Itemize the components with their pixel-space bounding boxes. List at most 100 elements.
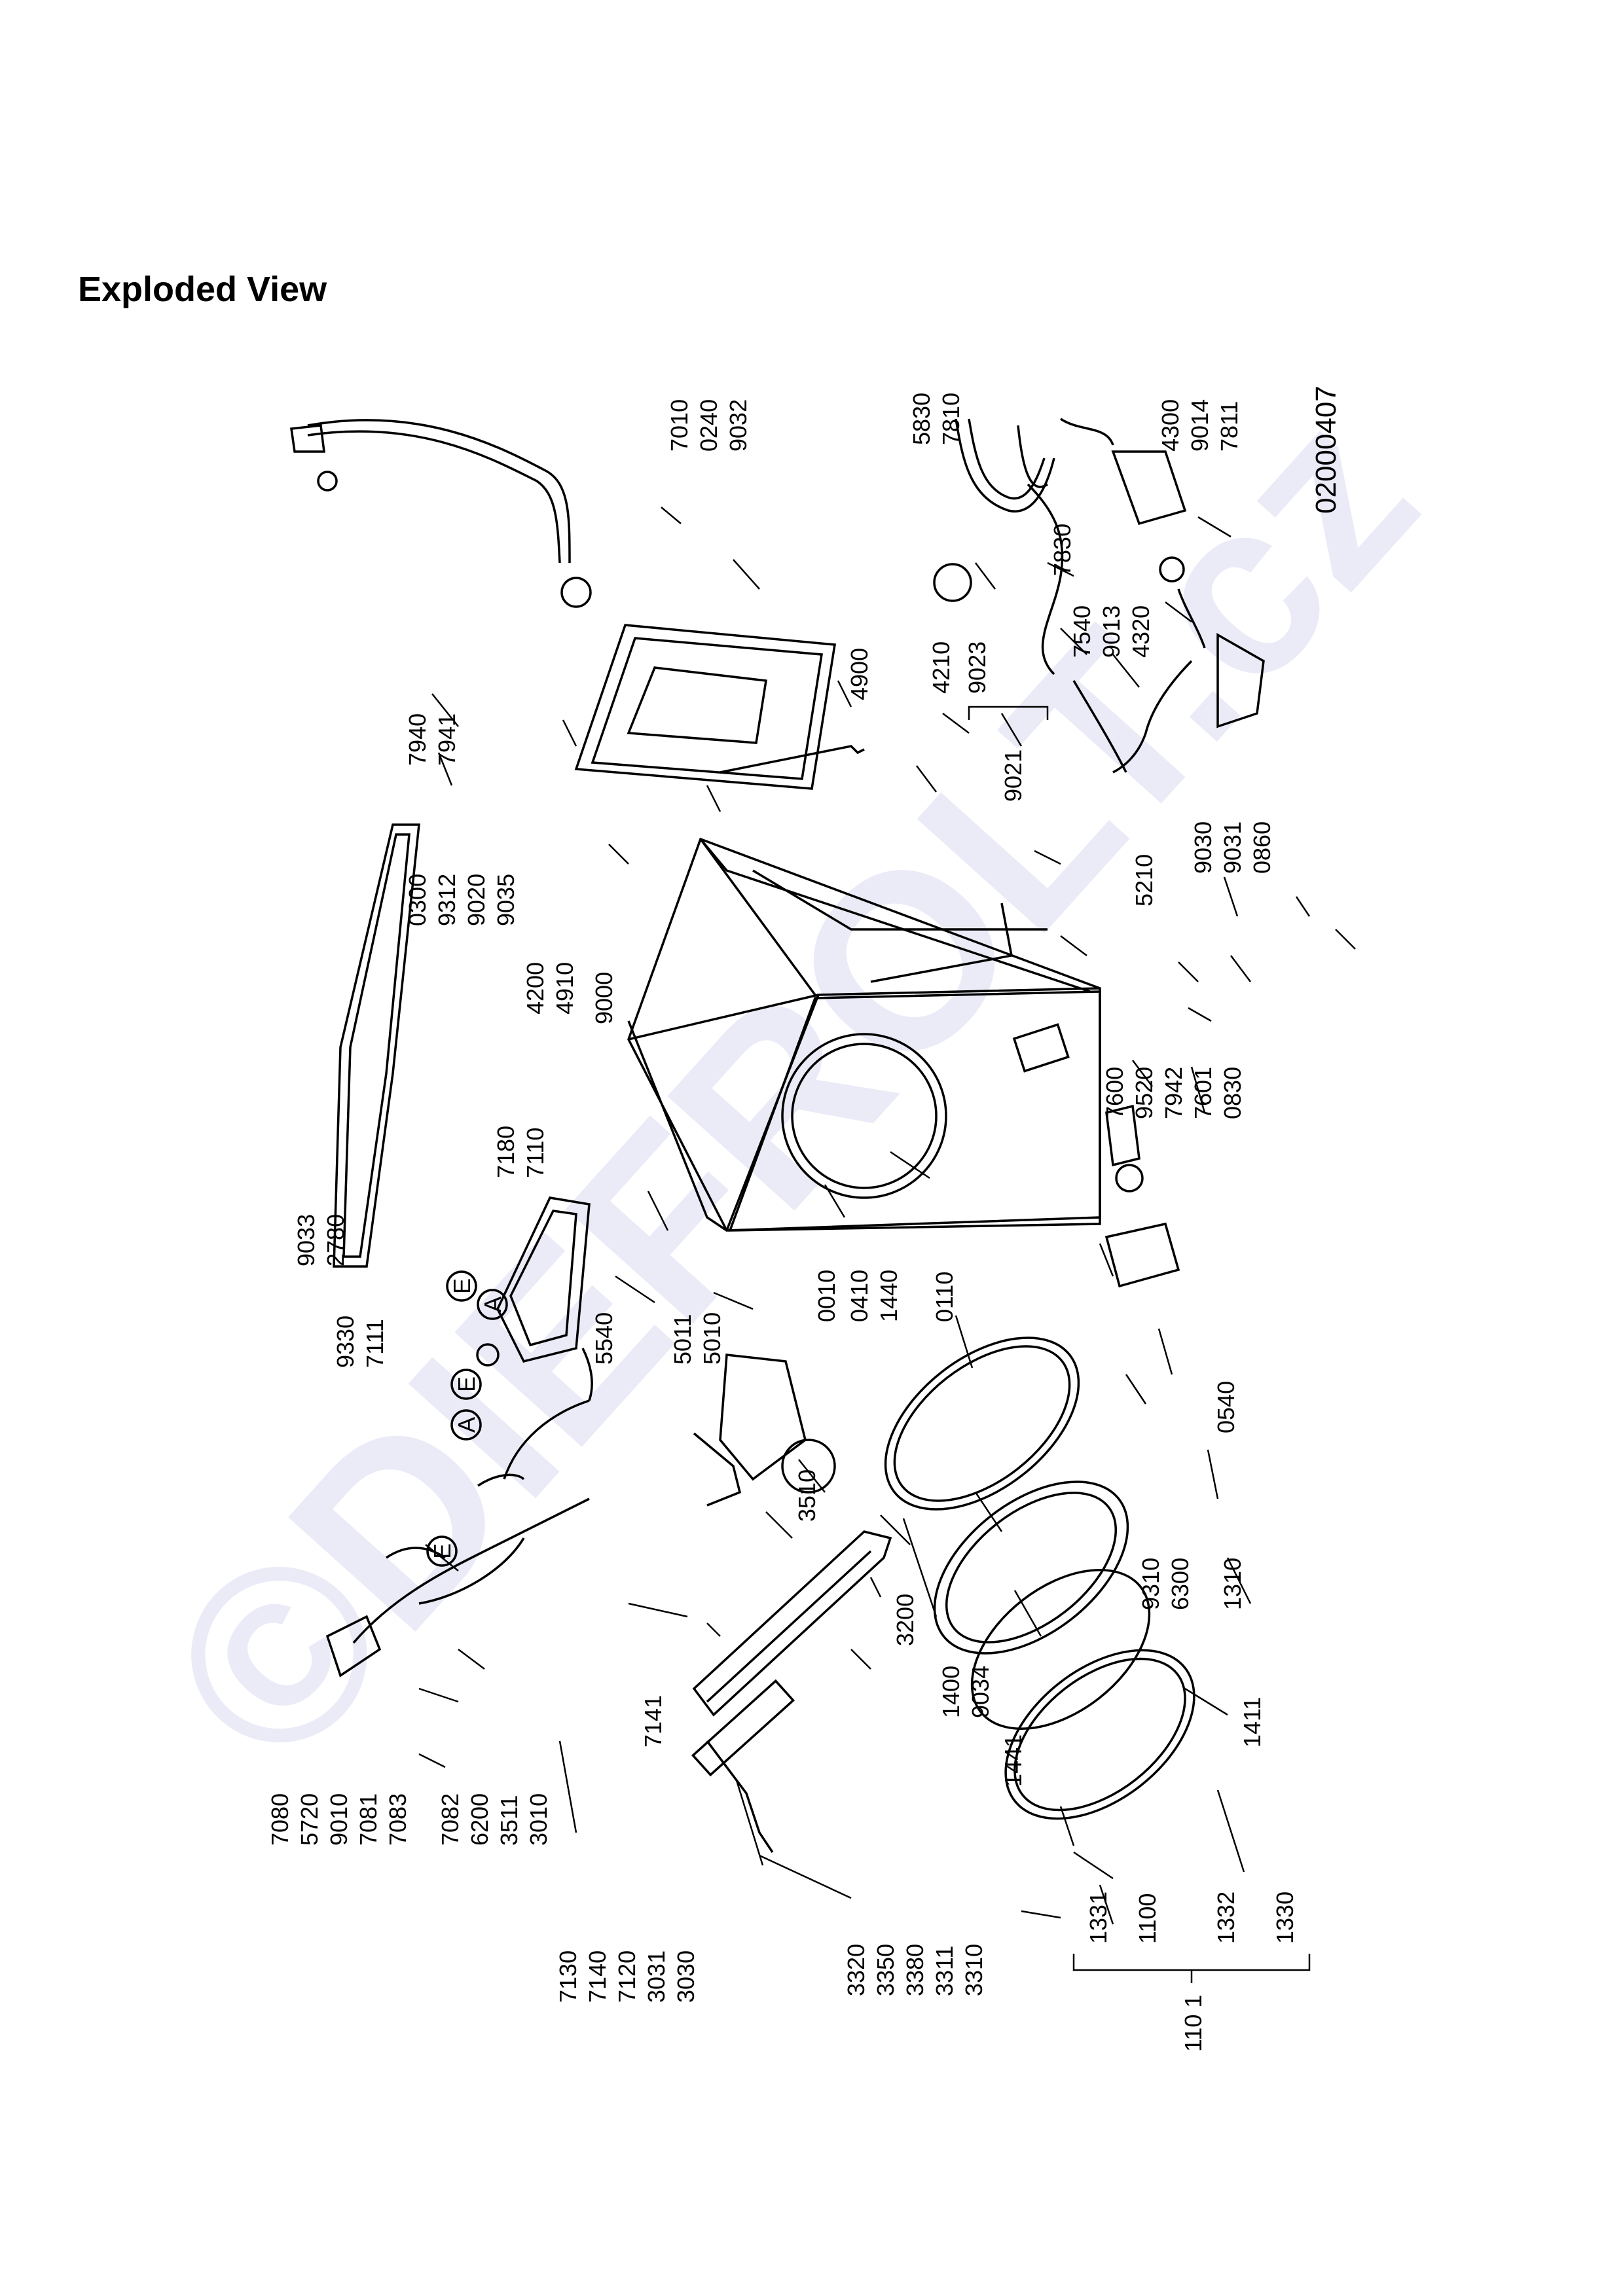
programmer-module xyxy=(693,1354,836,1507)
callout-0410: 0410 xyxy=(846,1270,873,1322)
callout-6300: 6300 xyxy=(1167,1558,1194,1610)
callout-4200: 4200 xyxy=(522,962,549,1014)
top-lid xyxy=(333,823,420,1268)
group-bracket-9021-9023 xyxy=(968,706,1049,720)
callout-2780: 2780 xyxy=(322,1214,349,1266)
callout-3320: 3320 xyxy=(843,1944,869,1996)
callout-5720: 5720 xyxy=(296,1793,323,1846)
callouts-top: 7940 7941 0300 9312 9020 9035 4200 4910 … xyxy=(404,399,1275,1119)
callout-7810: 7810 xyxy=(938,393,964,445)
callout-7940: 7940 xyxy=(404,713,431,766)
callout-7130: 7130 xyxy=(555,1950,581,2003)
front-panel xyxy=(728,990,1101,1232)
callout-9034: 9034 xyxy=(967,1666,994,1718)
marker-a-1: A xyxy=(477,1289,508,1320)
drain-hose xyxy=(933,418,1064,675)
marker-a-2: A xyxy=(450,1409,482,1441)
callout-0860: 0860 xyxy=(1249,821,1275,874)
callout-0830: 0830 xyxy=(1219,1067,1246,1119)
callout-5540: 5540 xyxy=(591,1312,617,1365)
callout-4300: 4300 xyxy=(1157,399,1184,452)
callout-9031: 9031 xyxy=(1219,821,1246,874)
callout-5011: 5011 xyxy=(669,1314,696,1365)
callout-9000: 9000 xyxy=(591,972,617,1024)
callout-9013: 9013 xyxy=(1098,605,1125,658)
callout-1441: 1441 xyxy=(1000,1734,1027,1787)
marker-e-3: E xyxy=(426,1535,458,1567)
callout-0540: 0540 xyxy=(1213,1381,1239,1433)
callout-1310: 1310 xyxy=(1219,1558,1246,1610)
callout-7080: 7080 xyxy=(266,1793,293,1846)
callouts-right: 5830 7810 7830 7540 9013 4320 4300 9014 … xyxy=(908,393,1243,658)
callout-7120: 7120 xyxy=(613,1950,640,2003)
callout-3380: 3380 xyxy=(902,1944,928,1996)
inlet-hose xyxy=(290,419,592,608)
callout-1440: 1440 xyxy=(875,1270,902,1322)
callouts-left-middle: 7080 5720 9010 7081 7083 7082 6200 3511 … xyxy=(266,1695,666,1846)
callout-7083: 7083 xyxy=(384,1793,411,1846)
callout-7110: 7110 xyxy=(522,1128,549,1178)
callout-1330: 1330 xyxy=(1271,1892,1298,1944)
callout-7540: 7540 xyxy=(1068,605,1095,658)
callout-9014: 9014 xyxy=(1186,399,1213,452)
page-title: Exploded View xyxy=(78,270,327,309)
callout-9312: 9312 xyxy=(433,874,460,926)
callout-3030: 3030 xyxy=(672,1950,699,2003)
svg-text:E: E xyxy=(448,1278,475,1294)
door-assembly xyxy=(884,1336,1195,1820)
callout-1331: 1331 xyxy=(1085,1892,1112,1944)
callout-7600: 7600 xyxy=(1101,1067,1128,1119)
callout-1101: 110 1 xyxy=(1180,1995,1207,2052)
callout-5010: 5010 xyxy=(699,1312,725,1365)
callout-9035: 9035 xyxy=(492,874,519,926)
marker-e-2: E xyxy=(450,1369,482,1400)
callout-7111: 7111 xyxy=(361,1319,388,1368)
callout-3031: 3031 xyxy=(643,1950,670,2003)
callout-7141: 7141 xyxy=(640,1695,666,1748)
svg-text:E: E xyxy=(453,1376,480,1392)
detergent-drawer xyxy=(476,1196,591,1367)
callout-0240: 0240 xyxy=(695,399,722,452)
callout-7081: 7081 xyxy=(355,1793,382,1846)
callout-9032: 9032 xyxy=(725,399,752,452)
callout-9330: 9330 xyxy=(332,1316,359,1368)
callout-7082: 7082 xyxy=(437,1793,464,1846)
callout-3350: 3350 xyxy=(872,1944,899,1996)
callout-3510: 3510 xyxy=(793,1469,820,1522)
callout-9520: 9520 xyxy=(1131,1067,1158,1119)
callout-7830: 7830 xyxy=(1049,524,1076,576)
callout-4210: 4210 xyxy=(928,641,955,694)
power-cord xyxy=(325,1498,590,1677)
callout-9023: 9023 xyxy=(964,641,991,694)
callout-3311: 3311 xyxy=(931,1946,958,1996)
callout-9020: 9020 xyxy=(463,874,490,926)
callout-3010: 3010 xyxy=(525,1793,552,1846)
callout-7941: 7941 xyxy=(433,713,460,766)
group-bracket-1101 xyxy=(1072,1954,1311,1983)
callout-5210: 5210 xyxy=(1131,854,1158,906)
callout-9010: 9010 xyxy=(325,1793,352,1846)
harness xyxy=(386,1348,593,1559)
callout-3200: 3200 xyxy=(892,1594,919,1646)
watermark-text: ©DIEFROLT.cz xyxy=(114,357,1467,1816)
callout-7140: 7140 xyxy=(584,1950,611,2003)
callout-7942: 7942 xyxy=(1160,1067,1187,1119)
watermark: ©DIEFROLT.cz xyxy=(114,357,1467,1816)
callout-9033: 9033 xyxy=(293,1214,319,1266)
callout-1400: 1400 xyxy=(938,1666,964,1718)
filter-cover xyxy=(1104,1104,1180,1288)
callouts-left-upper: 9330 7111 9033 2780 7180 7110 5540 5011 … xyxy=(293,1126,1266,1787)
marker-e-1: E xyxy=(446,1270,477,1302)
svg-text:A: A xyxy=(453,1417,480,1433)
pump-assembly xyxy=(1060,418,1265,774)
callout-9310: 9310 xyxy=(1137,1558,1164,1610)
cabinet-frame xyxy=(627,837,1101,1232)
callout-9030: 9030 xyxy=(1190,821,1216,874)
control-panel xyxy=(691,1530,892,1853)
leader-lines xyxy=(418,507,1356,1925)
callout-4910: 4910 xyxy=(551,962,578,1014)
callout-0110: 0110 xyxy=(931,1272,958,1322)
callout-1332: 1332 xyxy=(1213,1892,1239,1944)
callouts-left-lower: 7130 7140 7120 3031 3030 3320 3350 3380 … xyxy=(555,1892,1298,2052)
